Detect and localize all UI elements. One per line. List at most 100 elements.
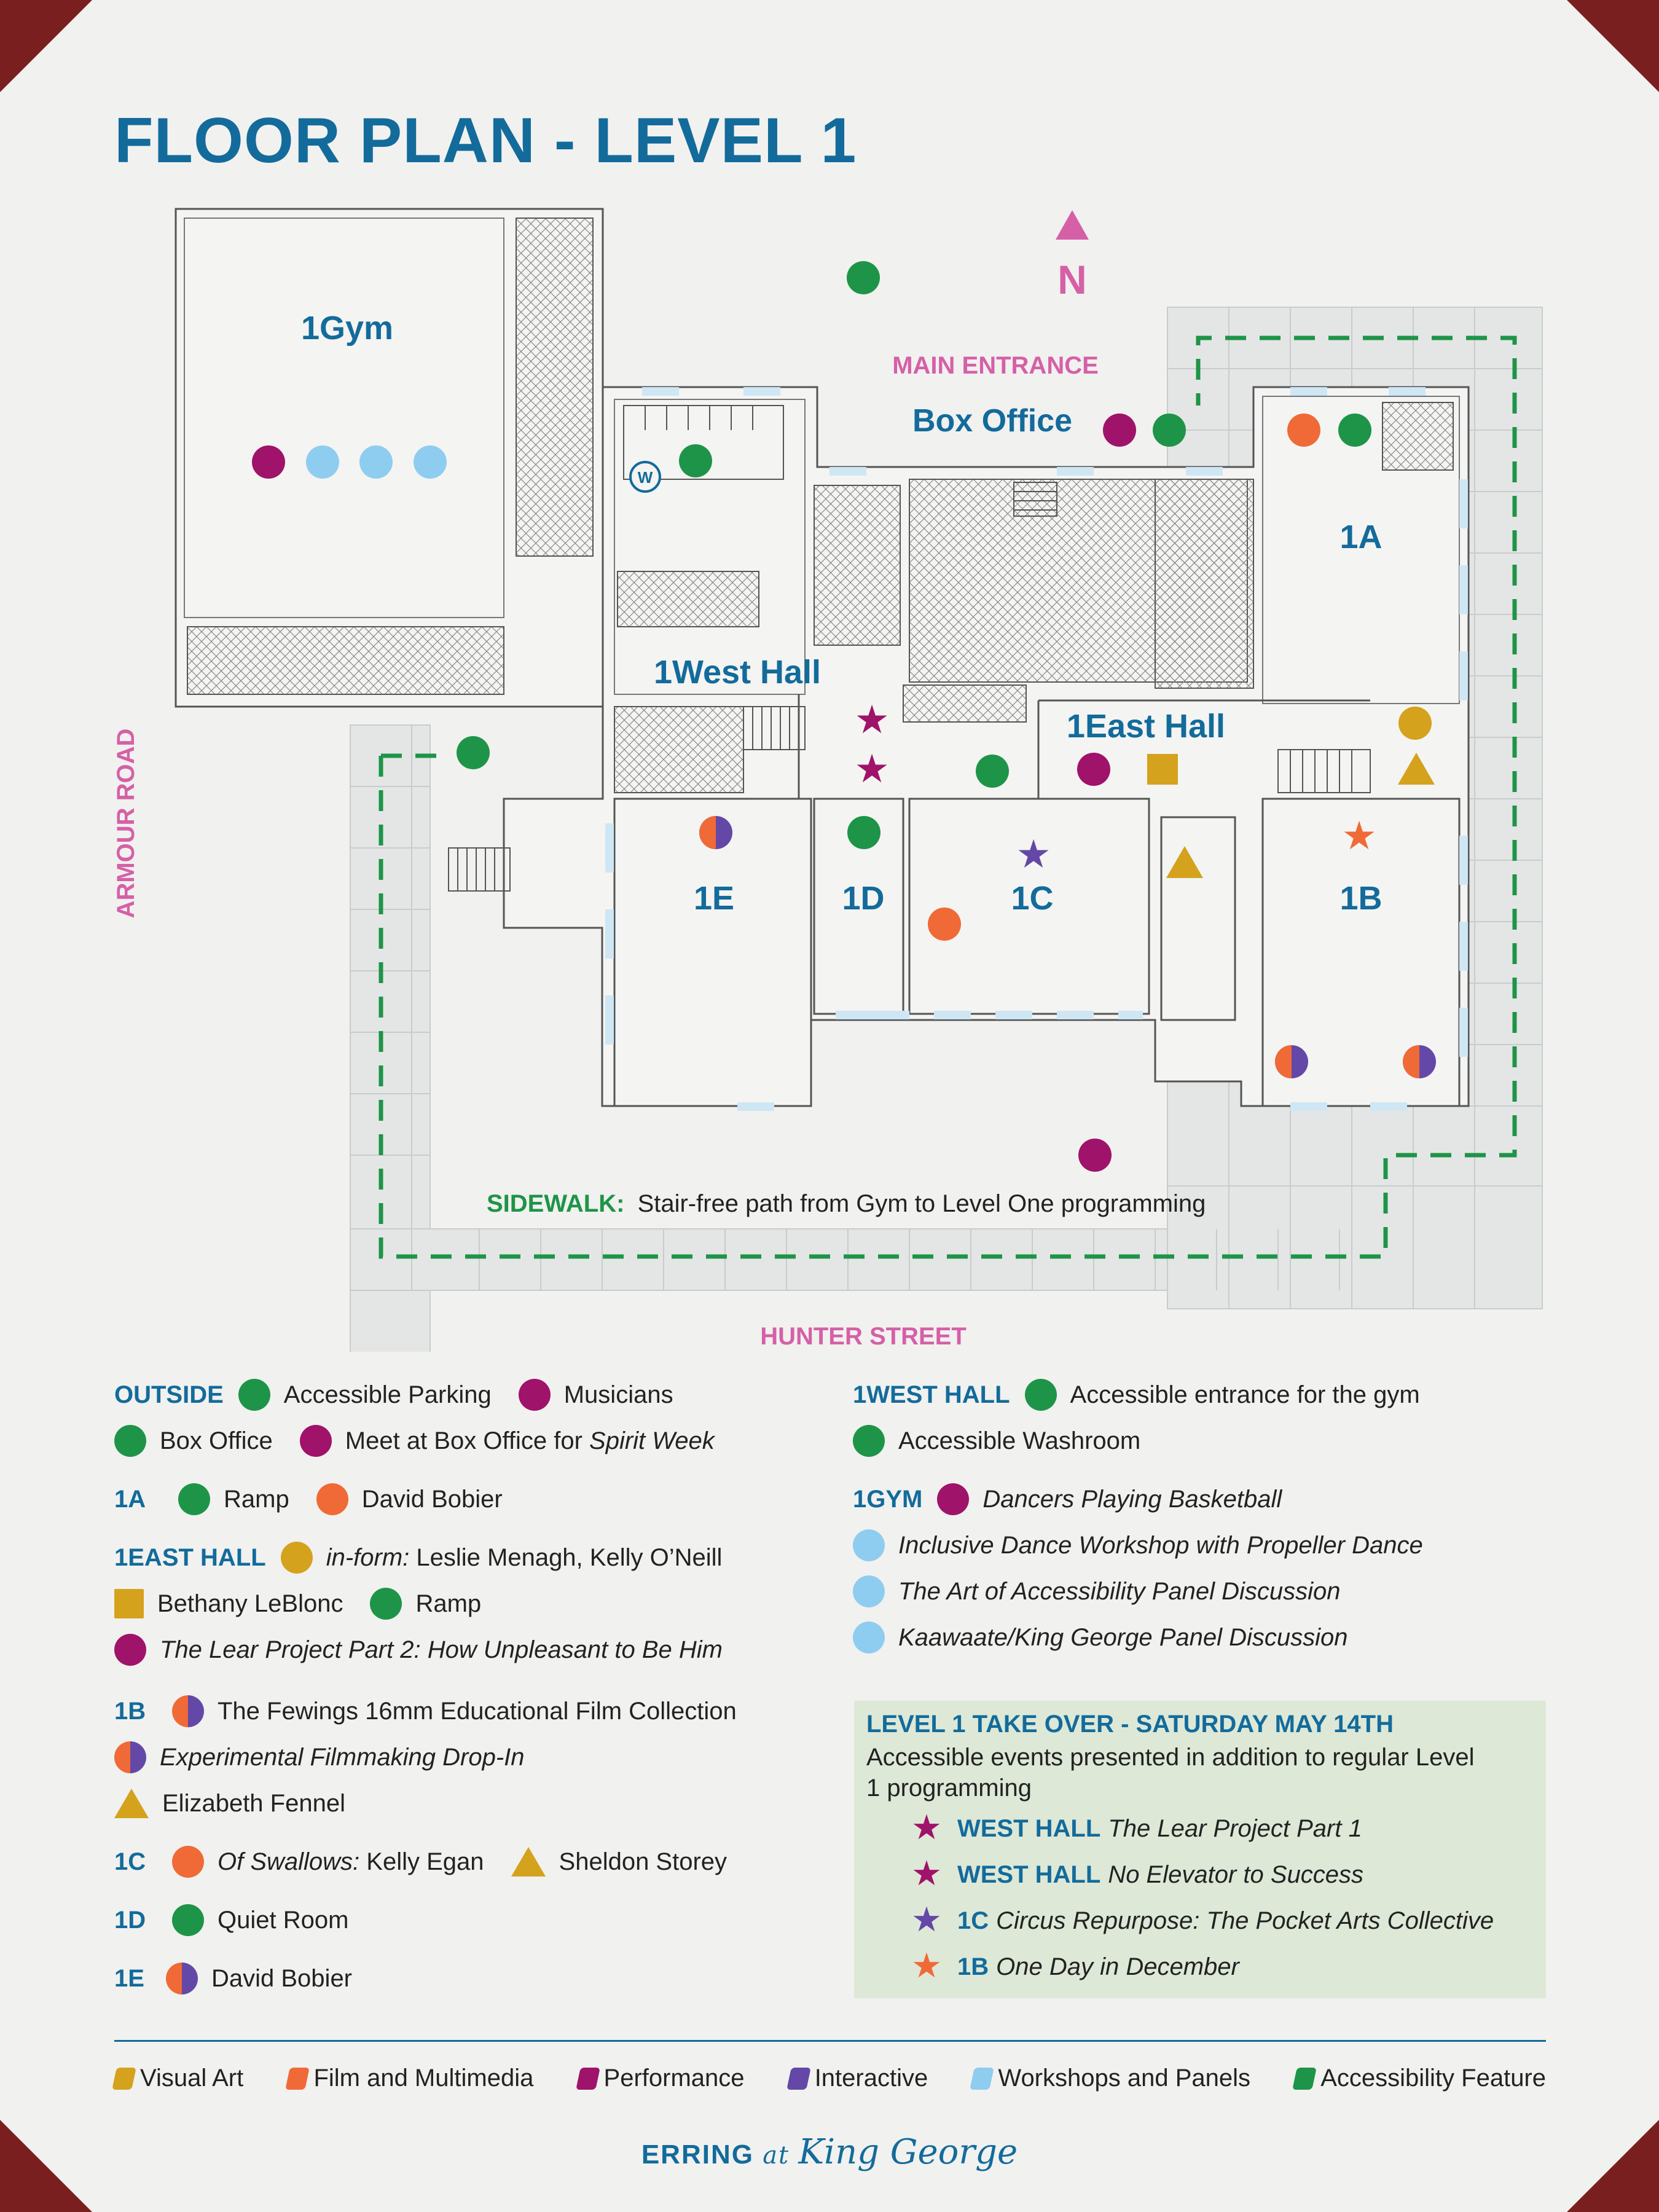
room-label-1c: 1C <box>1011 880 1053 917</box>
legend-quiet-room: Quiet Room <box>218 1906 349 1934</box>
lear-marker <box>114 1634 146 1666</box>
legend-1b-row-1: 1B The Fewings 16mm Educational Film Col… <box>114 1693 764 1730</box>
legend-gym-row-1: 1GYM Dancers Playing Basketball <box>853 1481 1282 1518</box>
washroom-icon-letter: W <box>638 468 653 487</box>
legend-fennel: Elizabeth Fennel <box>162 1789 345 1817</box>
takeover-event-1: ★ WEST HALL The Lear Project Part 1 <box>909 1810 1362 1847</box>
legend-west-row-1: 1WEST HALL Accessible entrance for the g… <box>853 1376 1447 1413</box>
legend-1d-row: 1D Quiet Room <box>114 1902 375 1939</box>
hunter-street-label: HUNTER STREET <box>760 1323 967 1350</box>
marker-outside-musicians <box>1078 1139 1112 1172</box>
legend-1a-david: David Bobier <box>361 1485 503 1513</box>
legend-outside-row-1: OUTSIDE Accessible Parking Musicians <box>114 1376 700 1413</box>
legend-1e-heading: 1E <box>114 1964 144 1992</box>
legend-1a-row: 1A Ramp David Bobier <box>114 1481 530 1518</box>
room-label-west-hall: 1West Hall <box>654 654 821 691</box>
category-label: Performance <box>603 2065 745 2092</box>
legend-1e-david: David Bobier <box>211 1964 353 1992</box>
marker-musicians <box>1103 414 1136 447</box>
legend-1e-row: 1E David Bobier <box>114 1960 379 1997</box>
legend-gym-heading: 1GYM <box>853 1485 923 1513</box>
legend-1d-heading: 1D <box>114 1906 146 1934</box>
star-icon: ★ <box>911 1946 943 1985</box>
takeover-heading: LEVEL 1 TAKE OVER - SATURDAY MAY 14TH <box>866 1711 1394 1738</box>
panel-marker-1 <box>853 1575 885 1607</box>
brand-logo: ERRING at King George <box>0 2132 1659 2172</box>
box-office-label: Box Office <box>912 403 1072 439</box>
brush-icon <box>786 2067 811 2090</box>
swallows-marker <box>172 1846 204 1878</box>
legend-outside-row-2: Box Office Meet at Box Office for Spirit… <box>114 1422 742 1459</box>
washroom-marker <box>853 1425 885 1457</box>
event-title: No Elevator to Success <box>1108 1861 1364 1888</box>
triangle-marker-1c <box>511 1847 546 1877</box>
takeover-event-2: ★ WEST HALL No Elevator to Success <box>909 1856 1363 1893</box>
legend-inform: in-form: <box>326 1543 410 1571</box>
legend-gym-row-3: The Art of Accessibility Panel Discussio… <box>853 1573 1341 1610</box>
brush-icon <box>112 2067 136 2090</box>
dancers-marker <box>937 1483 970 1515</box>
legend-outside-heading: OUTSIDE <box>114 1381 224 1408</box>
marker-gym-workshop <box>306 445 339 479</box>
category-film: Film and Multimedia <box>285 2065 533 2092</box>
takeover-description: Accessible events presented in addition … <box>866 1744 1475 1802</box>
marker-east-bethany <box>1147 754 1178 785</box>
category-key: Visual Art Film and Multimedia Performan… <box>112 2065 1546 2092</box>
category-label: Workshops and Panels <box>998 2065 1251 2092</box>
legend-art-accessibility: The Art of Accessibility Panel Discussio… <box>898 1577 1341 1605</box>
brand-script: King George <box>798 2132 1018 2172</box>
takeover-box: LEVEL 1 TAKE OVER - SATURDAY MAY 14TH Ac… <box>854 1701 1546 1998</box>
legend-swallows: Of Swallows: <box>218 1848 360 1875</box>
legend-bethany: Bethany LeBlonc <box>157 1590 343 1617</box>
sidewalk-caption-text: Stair-free path from Gym to Level One pr… <box>638 1190 1206 1217</box>
marker-1a-david <box>1287 414 1320 447</box>
legend-gym-entrance: Accessible entrance for the gym <box>1070 1381 1420 1408</box>
sidewalk-caption-bold: SIDEWALK: <box>487 1190 624 1217</box>
brush-icon <box>1292 2067 1317 2090</box>
legend-gym-row-2: Inclusive Dance Workshop with Propeller … <box>853 1527 1423 1564</box>
page-title: FLOOR PLAN - LEVEL 1 <box>114 105 857 176</box>
legend-washroom: Accessible Washroom <box>898 1427 1141 1454</box>
star-icon: ★ <box>911 1854 943 1892</box>
windows <box>605 387 1468 1111</box>
marker-1c-storey <box>1166 846 1203 878</box>
ramp-marker <box>178 1483 210 1515</box>
legend-egan: Kelly Egan <box>359 1848 484 1875</box>
film-marker <box>316 1483 348 1515</box>
brush-icon <box>970 2067 995 2090</box>
legend-divider <box>114 2040 1546 2042</box>
room-label-1a: 1A <box>1339 519 1382 555</box>
parking-marker <box>238 1379 270 1411</box>
event-place: 1C <box>957 1907 989 1934</box>
triangle-marker <box>114 1789 149 1818</box>
legend-1a-heading: 1A <box>114 1485 146 1513</box>
marker-east-ramp <box>976 755 1009 788</box>
category-visual-art: Visual Art <box>112 2065 244 2092</box>
washroom <box>623 405 784 480</box>
legend-experimental: Experimental Filmmaking Drop-In <box>160 1743 525 1771</box>
musicians-marker <box>518 1379 551 1411</box>
marker-1c-star: ★ <box>1016 832 1051 877</box>
category-label: Visual Art <box>140 2065 244 2092</box>
legend-east-row-3: The Lear Project Part 2: How Unpleasant … <box>114 1631 723 1668</box>
brush-icon <box>285 2067 310 2090</box>
gym-entrance-marker <box>1024 1379 1057 1411</box>
room-label-1b: 1B <box>1339 880 1382 917</box>
marker-west-star-2: ★ <box>854 747 889 792</box>
category-workshops: Workshops and Panels <box>970 2065 1251 2092</box>
marker-parking <box>847 261 880 294</box>
marker-1d-quiet <box>847 816 880 849</box>
legend-west-row-2: Accessible Washroom <box>853 1422 1140 1459</box>
legend-1b-heading: 1B <box>114 1697 146 1725</box>
event-title: One Day in December <box>996 1953 1239 1980</box>
legend-fewings: The Fewings 16mm Educational Film Collec… <box>218 1697 737 1725</box>
marker-east-inform <box>1398 707 1432 740</box>
takeover-event-3: ★ 1C Circus Repurpose: The Pocket Arts C… <box>909 1902 1494 1939</box>
star-icon: ★ <box>911 1900 943 1939</box>
brush-icon <box>575 2067 600 2090</box>
room-label-gym: 1Gym <box>301 310 393 347</box>
legend-east-row-2: Bethany LeBlonc Ramp <box>114 1585 508 1622</box>
marker-east-lear <box>1077 753 1110 786</box>
north-arrow: N <box>1056 210 1089 302</box>
ramp-marker-east <box>370 1588 402 1620</box>
